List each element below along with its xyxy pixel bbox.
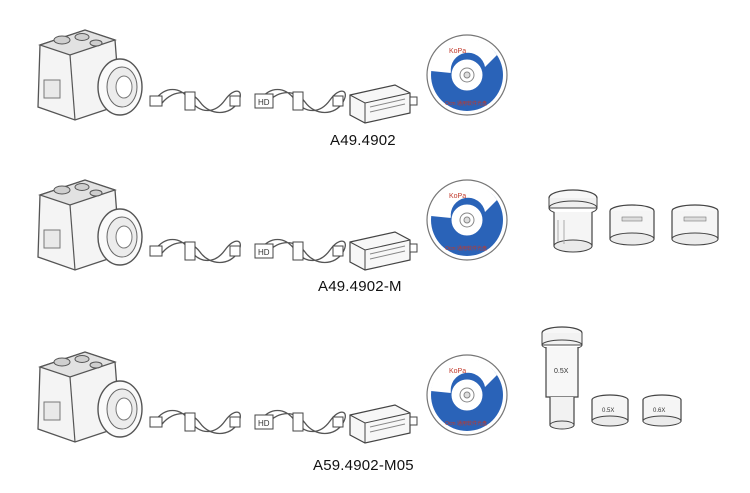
kit-row-3: HD KoPa Ocm 通用软件光盘 0.: [0, 325, 750, 493]
c-mount-adapter-icon: [548, 189, 598, 253]
kit-3-items: HD KoPa Ocm 通用软件光盘 0.: [37, 326, 682, 444]
svg-text:HD: HD: [258, 98, 270, 107]
eyepiece-adapter-icon: 0.5X: [541, 326, 583, 430]
power-adapter-icon: [349, 84, 418, 124]
svg-text:HD: HD: [258, 248, 270, 257]
power-adapter-icon: [349, 404, 418, 444]
software-cd-icon: KoPa Ocm 通用软件光盘: [426, 179, 508, 261]
adapter-label: 0.5X: [554, 368, 569, 375]
software-cd-icon: KoPa Ocm 通用软件光盘: [426, 34, 508, 116]
cd-footer: Ocm 通用软件光盘: [445, 100, 487, 107]
cd-footer: Ocm 通用软件光盘: [445, 420, 487, 427]
kit-row-1: HD KoPa Ocm 通用软件光盘 A49.4902: [0, 0, 750, 160]
reduction-lens-icon: [671, 204, 719, 246]
hdmi-cable-icon: HD: [254, 238, 346, 264]
model-label: A59.4902-M05: [313, 457, 414, 474]
usb-cable-icon: [149, 238, 241, 264]
ring-label: 0.5X: [602, 408, 614, 414]
model-label: A49.4902-M: [318, 278, 402, 295]
cd-brand: KoPa: [449, 193, 466, 200]
kit-row-2: HD KoPa Ocm 通用软件光盘: [0, 160, 750, 325]
reduction-lens-icon: 0.6X: [642, 394, 682, 427]
hdmi-cable-icon: HD: [254, 88, 346, 114]
svg-text:HD: HD: [258, 419, 270, 428]
camera-icon: [37, 351, 143, 443]
ring-label: 0.6X: [653, 408, 665, 414]
hdmi-cable-icon: HD: [254, 409, 346, 435]
cd-brand: KoPa: [449, 368, 466, 375]
usb-cable-icon: [149, 409, 241, 435]
reduction-lens-icon: [609, 204, 655, 246]
usb-cable-icon: [149, 88, 241, 114]
power-adapter-icon: [349, 231, 418, 271]
kit-1-items: HD KoPa Ocm 通用软件光盘: [37, 29, 508, 124]
model-label: A49.4902: [330, 132, 396, 149]
software-cd-icon: KoPa Ocm 通用软件光盘: [426, 354, 508, 436]
cd-footer: Ocm 通用软件光盘: [445, 245, 487, 252]
cd-brand: KoPa: [449, 48, 466, 55]
kit-2-items: HD KoPa Ocm 通用软件光盘: [37, 179, 719, 271]
camera-icon: [37, 29, 143, 121]
reduction-lens-icon: 0.5X: [591, 394, 629, 427]
camera-icon: [37, 179, 143, 271]
